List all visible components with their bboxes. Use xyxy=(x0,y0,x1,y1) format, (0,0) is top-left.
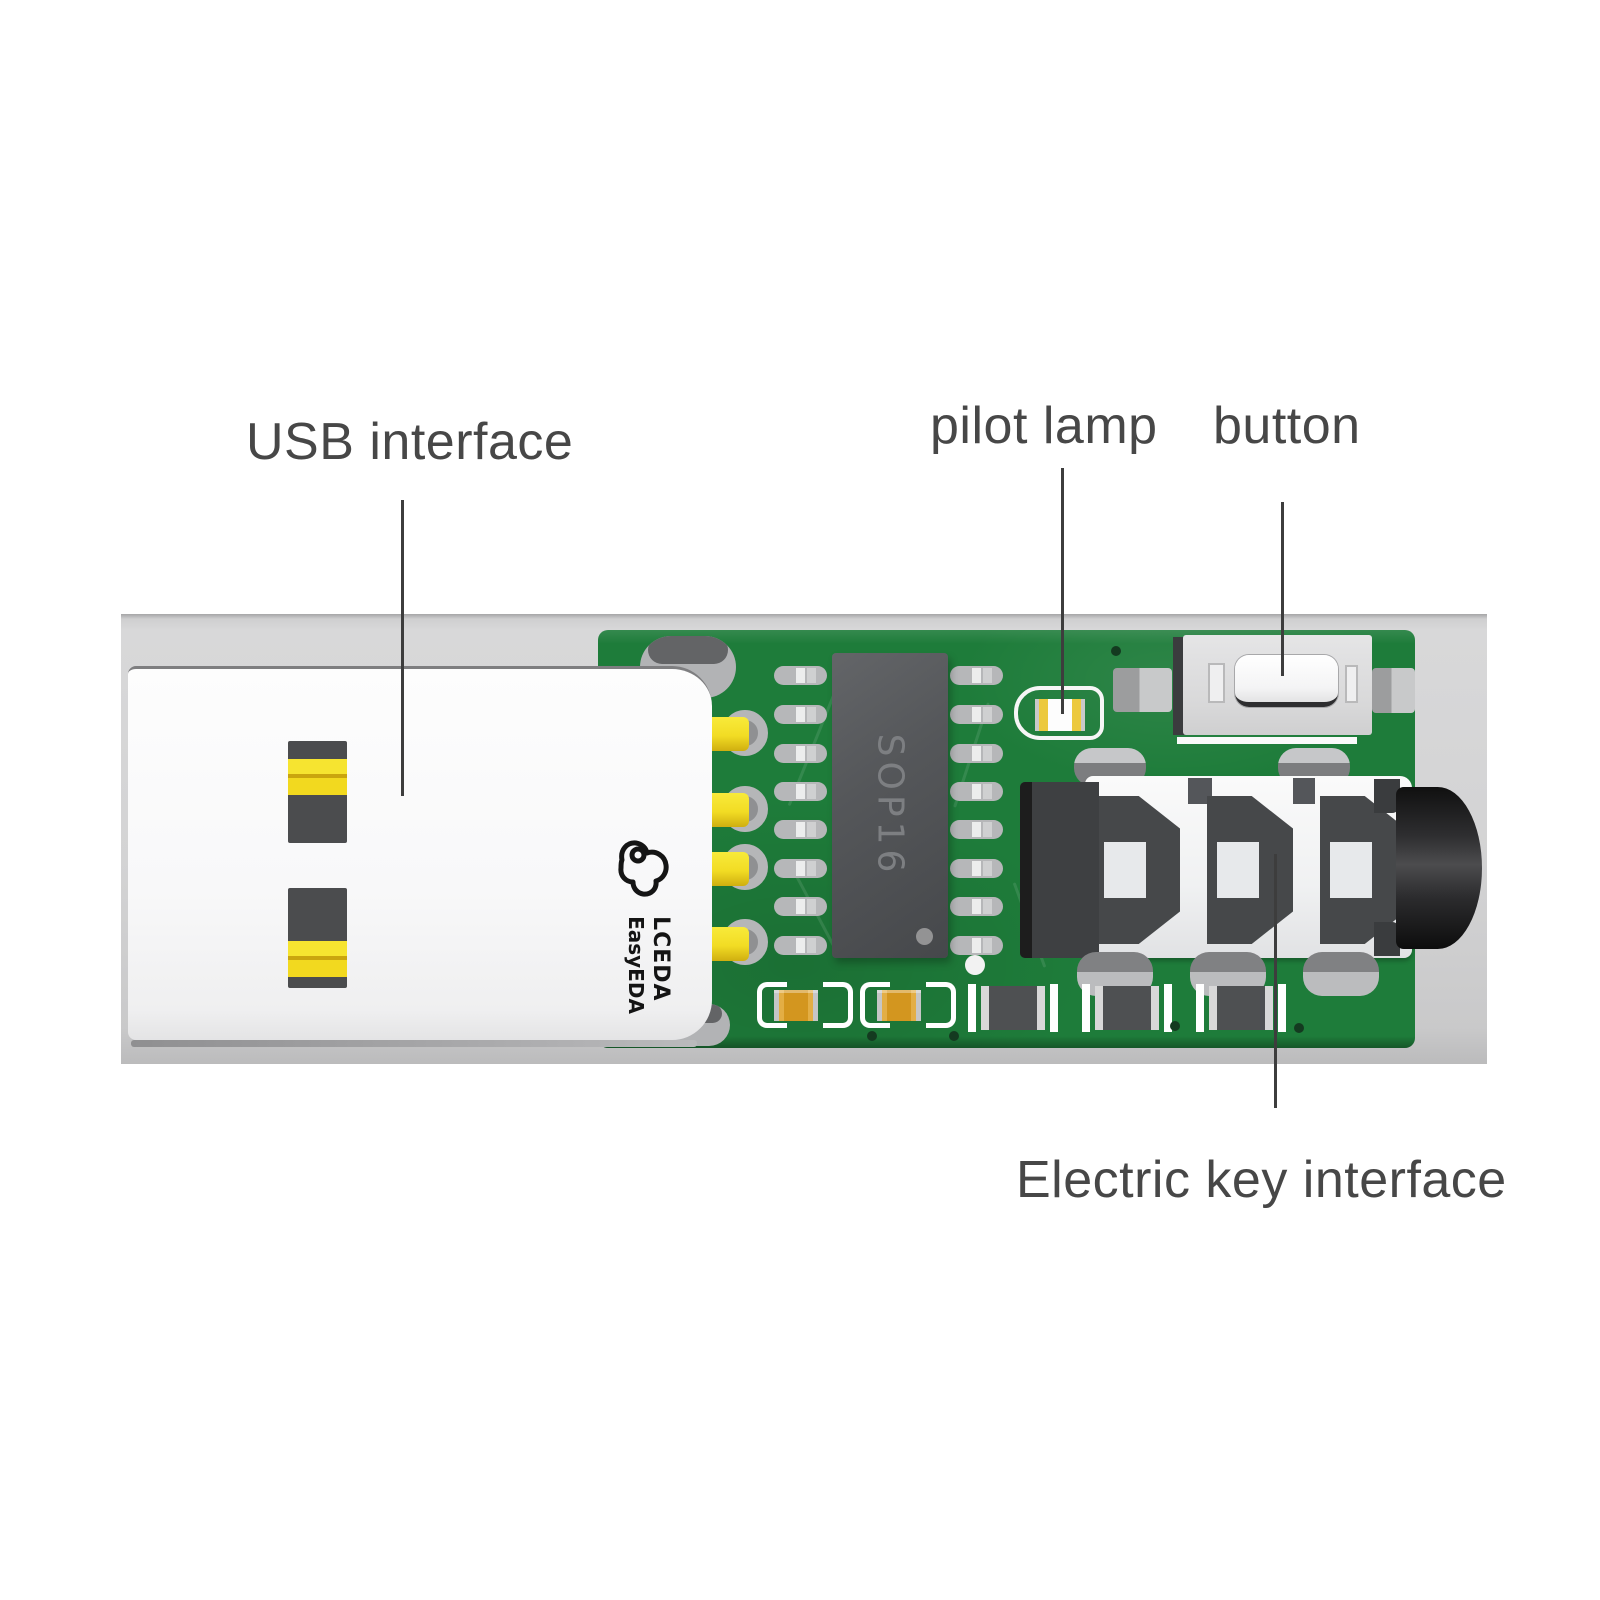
button-side-slot xyxy=(1208,663,1225,703)
capacitor-bracket xyxy=(860,982,890,1028)
usb-pin xyxy=(708,927,749,961)
pcb: SOP16 xyxy=(598,630,1482,1048)
capacitor-body xyxy=(774,990,818,1021)
usb-contact-stripe xyxy=(288,759,347,795)
leader-line-usb-interface xyxy=(401,500,404,796)
usb-connector: LCEDA EasyEDA xyxy=(128,666,712,1040)
resistor-group xyxy=(1196,984,1286,1032)
easyeda-logo: LCEDA EasyEDA xyxy=(602,820,696,1030)
leader-line-button xyxy=(1281,502,1284,676)
logo-text-easyeda: EasyEDA xyxy=(624,916,649,1014)
smd-pad-gray xyxy=(1372,668,1415,713)
usb-pin xyxy=(708,852,749,886)
smd-pad xyxy=(950,782,1003,801)
jack-corner xyxy=(1374,922,1400,956)
via xyxy=(1170,1021,1180,1031)
via xyxy=(867,1031,877,1041)
label-button: button xyxy=(1213,397,1361,455)
capacitor-bracket xyxy=(757,982,787,1028)
leader-line-pilot-lamp xyxy=(1061,468,1064,714)
resistor-group xyxy=(1082,984,1172,1032)
via xyxy=(1294,1023,1304,1033)
jack-rear-block xyxy=(1020,782,1099,958)
jack-notch xyxy=(1293,778,1315,804)
pilot-lamp-outline xyxy=(1014,686,1104,740)
button-housing-highlight xyxy=(1177,737,1357,744)
usb-connector-shadow xyxy=(131,1040,697,1047)
smd-pad xyxy=(774,744,827,763)
smd-pad xyxy=(950,897,1003,916)
usb-pin xyxy=(708,717,749,751)
leader-line-electric-key xyxy=(1274,854,1277,1108)
audio-jack-barrel xyxy=(1396,787,1482,949)
smd-pad xyxy=(774,666,827,685)
usb-contact-slot-top xyxy=(288,741,347,843)
smd-pad xyxy=(774,859,827,878)
usb-contact-stripe xyxy=(288,941,347,977)
smd-pad xyxy=(774,820,827,839)
sop16-chip: SOP16 xyxy=(832,653,948,958)
silkscreen-dot xyxy=(965,955,985,975)
usb-pin xyxy=(708,793,749,827)
cloud-icon xyxy=(618,840,669,897)
logo-text-lceda: LCEDA xyxy=(648,916,674,1002)
pin1-dot xyxy=(916,928,933,945)
pilot-lamp-led xyxy=(1035,699,1085,731)
label-electric-key-interface: Electric key interface xyxy=(1016,1151,1507,1209)
smd-pad xyxy=(950,936,1003,955)
jack-contact-window xyxy=(1217,842,1259,898)
label-usb-interface: USB interface xyxy=(246,413,574,471)
push-button-cap xyxy=(1235,655,1338,707)
smd-pad-gray xyxy=(1113,668,1172,712)
smd-pad xyxy=(774,782,827,801)
smd-pad xyxy=(950,744,1003,763)
smd-pad xyxy=(950,820,1003,839)
smd-pad xyxy=(950,666,1003,685)
chip-marking: SOP16 xyxy=(869,733,911,878)
smd-pad xyxy=(950,859,1003,878)
jack-solder-pad xyxy=(1303,952,1379,996)
smd-pad xyxy=(774,897,827,916)
label-pilot-lamp: pilot lamp xyxy=(930,397,1158,455)
usb-contact-slot-bottom xyxy=(288,888,347,988)
smd-pad xyxy=(774,705,827,724)
jack-contact-window xyxy=(1330,842,1372,898)
jack-contact-window xyxy=(1104,842,1146,898)
button-side-slot xyxy=(1345,665,1358,703)
capacitor-bracket xyxy=(926,982,956,1028)
capacitor-body xyxy=(877,990,921,1021)
via xyxy=(949,1031,959,1041)
resistor-group xyxy=(968,984,1058,1032)
smd-pad xyxy=(950,705,1003,724)
jack-corner xyxy=(1374,779,1400,813)
via xyxy=(1111,646,1121,656)
capacitor-bracket xyxy=(823,982,853,1028)
smd-pad xyxy=(774,936,827,955)
